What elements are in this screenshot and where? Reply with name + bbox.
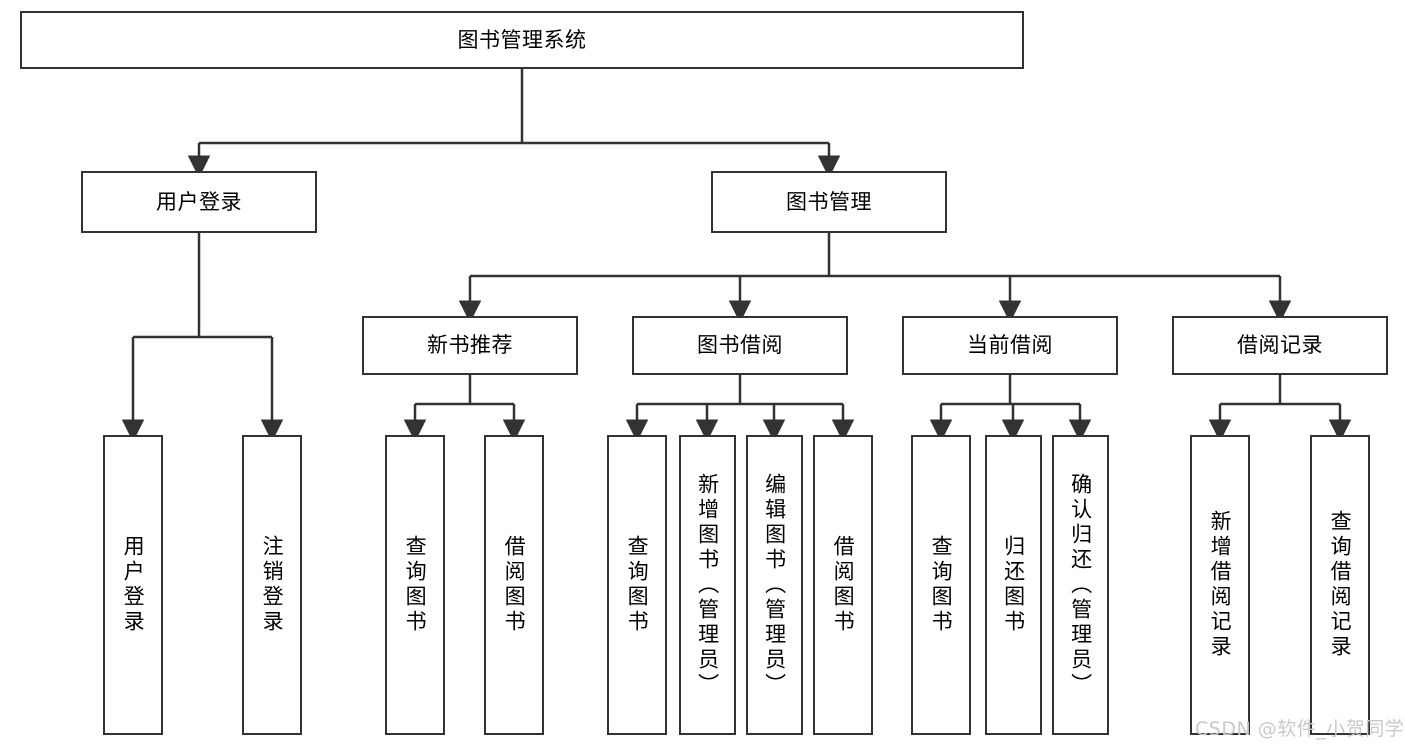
- node-leaf-query-book-borrow-label: 查询图书: [625, 535, 650, 635]
- node-leaf-query-record[interactable]: 查询借阅记录: [1310, 435, 1370, 735]
- node-borrow-record-label: 借阅记录: [1237, 333, 1323, 358]
- node-leaf-borrow-book-rec[interactable]: 借阅图书: [484, 435, 544, 735]
- node-leaf-query-book-rec-label: 查询图书: [403, 535, 428, 635]
- node-leaf-query-book-rec[interactable]: 查询图书: [385, 435, 445, 735]
- node-leaf-borrow-book[interactable]: 借阅图书: [813, 435, 873, 735]
- node-leaf-edit-book[interactable]: 编辑图书（管理员）: [746, 435, 803, 735]
- node-new-book-recommend[interactable]: 新书推荐: [362, 316, 578, 375]
- node-leaf-logout[interactable]: 注销登录: [242, 435, 302, 735]
- node-leaf-query-record-label: 查询借阅记录: [1328, 510, 1353, 660]
- node-book-borrow-label: 图书借阅: [697, 333, 783, 358]
- node-current-borrow-label: 当前借阅: [967, 333, 1053, 358]
- node-root-label: 图书管理系统: [457, 27, 587, 52]
- node-user-login[interactable]: 用户登录: [81, 171, 317, 233]
- node-root[interactable]: 图书管理系统: [20, 11, 1024, 69]
- watermark-text: CSDN @软件_小贺同学: [1195, 718, 1405, 740]
- node-leaf-add-book-label: 新增图书（管理员）: [695, 472, 720, 698]
- node-leaf-logout-label: 注销登录: [260, 535, 285, 635]
- node-book-manage-label: 图书管理: [786, 189, 872, 214]
- node-leaf-query-book-cur-label: 查询图书: [929, 535, 954, 635]
- node-leaf-add-book[interactable]: 新增图书（管理员）: [679, 435, 736, 735]
- node-new-book-recommend-label: 新书推荐: [427, 333, 513, 358]
- node-leaf-query-book-cur[interactable]: 查询图书: [911, 435, 971, 735]
- node-leaf-return-book[interactable]: 归还图书: [985, 435, 1042, 735]
- node-leaf-borrow-book-label: 借阅图书: [831, 535, 856, 635]
- node-leaf-edit-book-label: 编辑图书（管理员）: [762, 472, 787, 698]
- node-leaf-return-book-label: 归还图书: [1001, 535, 1026, 635]
- node-leaf-query-book-borrow[interactable]: 查询图书: [607, 435, 667, 735]
- node-leaf-borrow-book-rec-label: 借阅图书: [502, 535, 527, 635]
- node-leaf-add-record-label: 新增借阅记录: [1208, 510, 1233, 660]
- node-leaf-user-login[interactable]: 用户登录: [103, 435, 163, 735]
- node-book-manage[interactable]: 图书管理: [711, 171, 947, 233]
- node-leaf-confirm-return-label: 确认归还（管理员）: [1068, 472, 1093, 698]
- node-book-borrow[interactable]: 图书借阅: [632, 316, 848, 375]
- node-leaf-confirm-return[interactable]: 确认归还（管理员）: [1052, 435, 1109, 735]
- node-leaf-add-record[interactable]: 新增借阅记录: [1190, 435, 1250, 735]
- node-borrow-record[interactable]: 借阅记录: [1172, 316, 1388, 375]
- node-current-borrow[interactable]: 当前借阅: [902, 316, 1118, 375]
- node-leaf-user-login-label: 用户登录: [121, 535, 146, 635]
- node-user-login-label: 用户登录: [156, 189, 242, 214]
